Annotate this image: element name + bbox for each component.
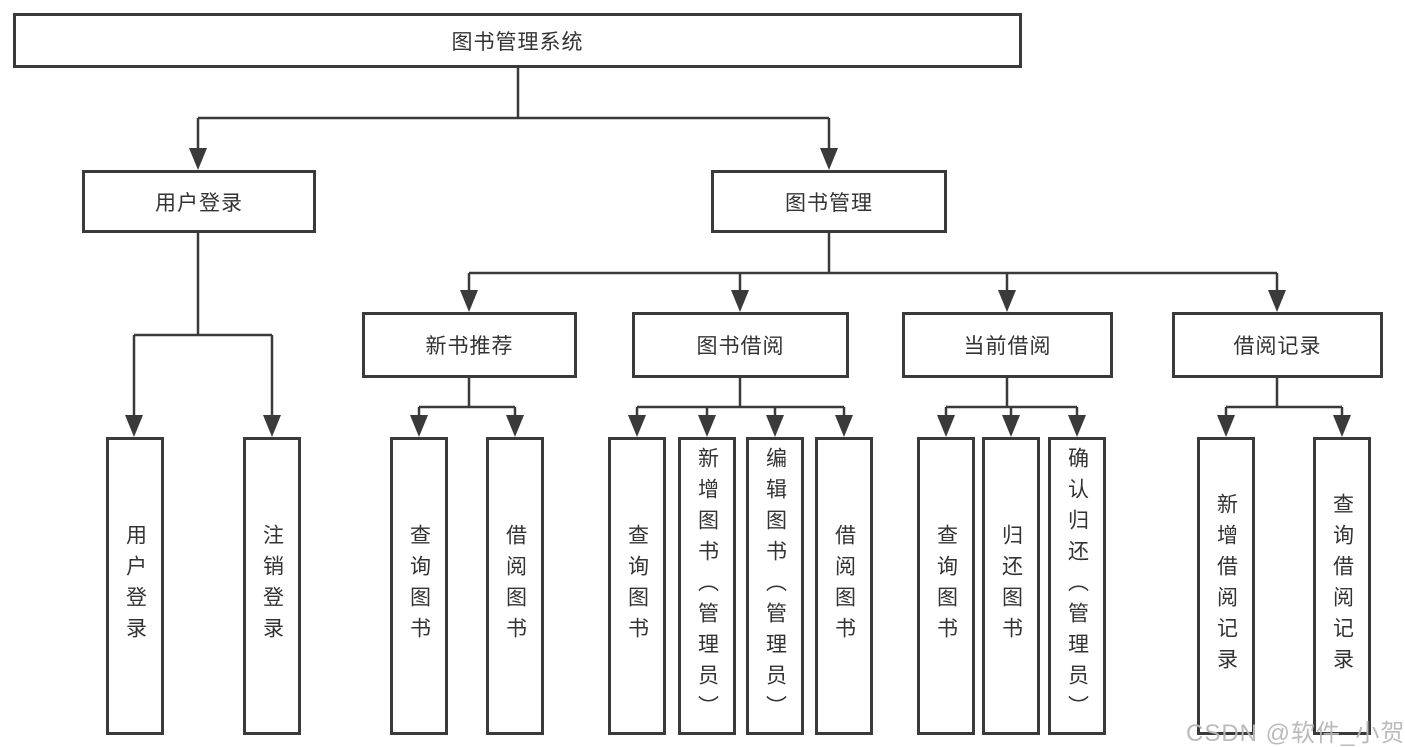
leaf-borrowing-query-books: 查询图书 — [608, 437, 666, 735]
node-library-management-system: 图书管理系统 — [13, 13, 1022, 68]
leaf-logout: 注销登录 — [243, 437, 301, 735]
node-book-borrowing: 图书借阅 — [632, 312, 849, 378]
node-current-borrowing: 当前借阅 — [902, 312, 1113, 378]
leaf-recommend-query-books: 查询图书 — [390, 437, 448, 735]
leaf-borrowing-borrow-books: 借阅图书 — [815, 437, 873, 735]
leaf-borrowing-add-books-admin: 新增图书（管理员） — [678, 437, 736, 735]
node-borrowing-records: 借阅记录 — [1172, 312, 1383, 378]
leaf-current-query-books: 查询图书 — [917, 437, 975, 735]
node-new-book-recommend: 新书推荐 — [362, 312, 577, 378]
leaf-user-login: 用户登录 — [106, 437, 164, 735]
leaf-current-return-books: 归还图书 — [982, 437, 1040, 735]
leaf-records-query-record: 查询借阅记录 — [1313, 437, 1371, 735]
leaf-borrowing-edit-books-admin: 编辑图书（管理员） — [746, 437, 804, 735]
leaf-records-add-record: 新增借阅记录 — [1197, 437, 1255, 735]
node-book-management: 图书管理 — [711, 170, 947, 233]
leaf-recommend-borrow-books: 借阅图书 — [486, 437, 544, 735]
node-user-login: 用户登录 — [82, 170, 316, 233]
leaf-current-confirm-return-admin: 确认归还（管理员） — [1048, 437, 1106, 735]
csdn-watermark: CSDN @软件_小贺同学 — [1186, 720, 1405, 747]
